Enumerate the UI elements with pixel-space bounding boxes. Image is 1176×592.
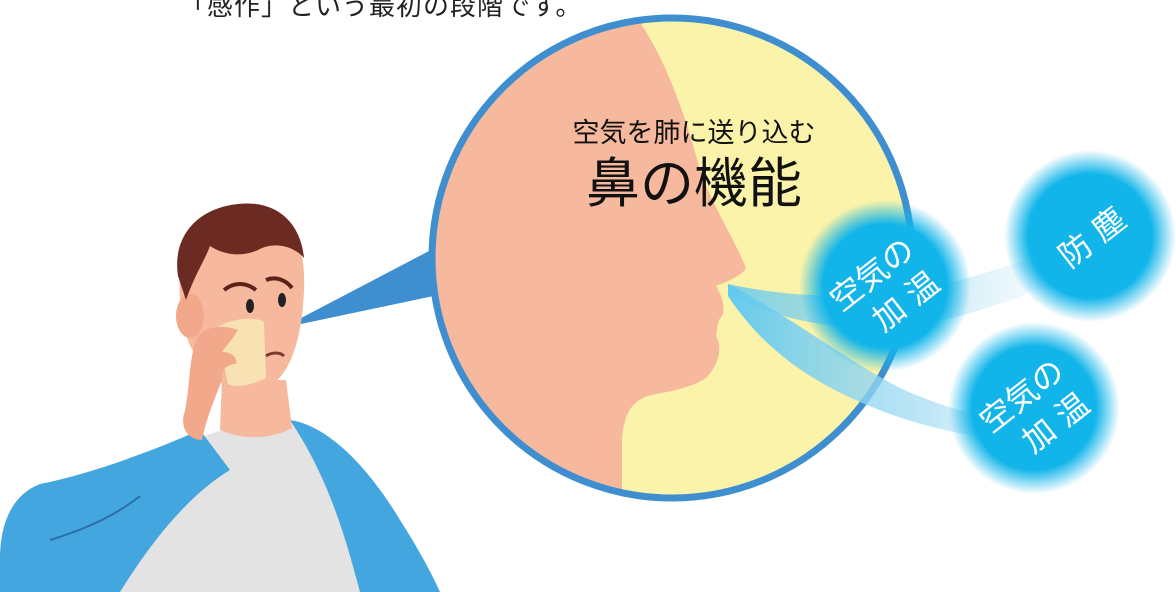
man-illustration: [0, 203, 440, 592]
shirt-sleeve-left: [0, 430, 230, 592]
neck: [220, 380, 292, 438]
eyebrow-left: [222, 282, 258, 292]
bubble-dust-prevention: 防 塵: [1004, 150, 1176, 322]
zoom-pointer: [282, 240, 462, 328]
zoom-title: 鼻の機能: [586, 152, 802, 215]
eyebrow-right: [265, 276, 294, 290]
hair: [177, 203, 304, 300]
shirt-sleeve-right: [290, 420, 440, 592]
hand: [183, 326, 238, 440]
ear: [176, 294, 204, 338]
eye-left: [246, 299, 254, 313]
bubble-air-warming-2: 空気の 加 温: [948, 322, 1120, 494]
mouth: [265, 351, 286, 358]
intro-text: 「感作」という最初の段階です。: [180, 0, 583, 22]
bubble-air-warming-1: 空気の 加 温: [799, 200, 971, 372]
sleeve-crease: [49, 495, 141, 541]
zoom-subtitle: 空気を肺に送り込む: [573, 118, 816, 149]
eye-right: [278, 293, 286, 307]
